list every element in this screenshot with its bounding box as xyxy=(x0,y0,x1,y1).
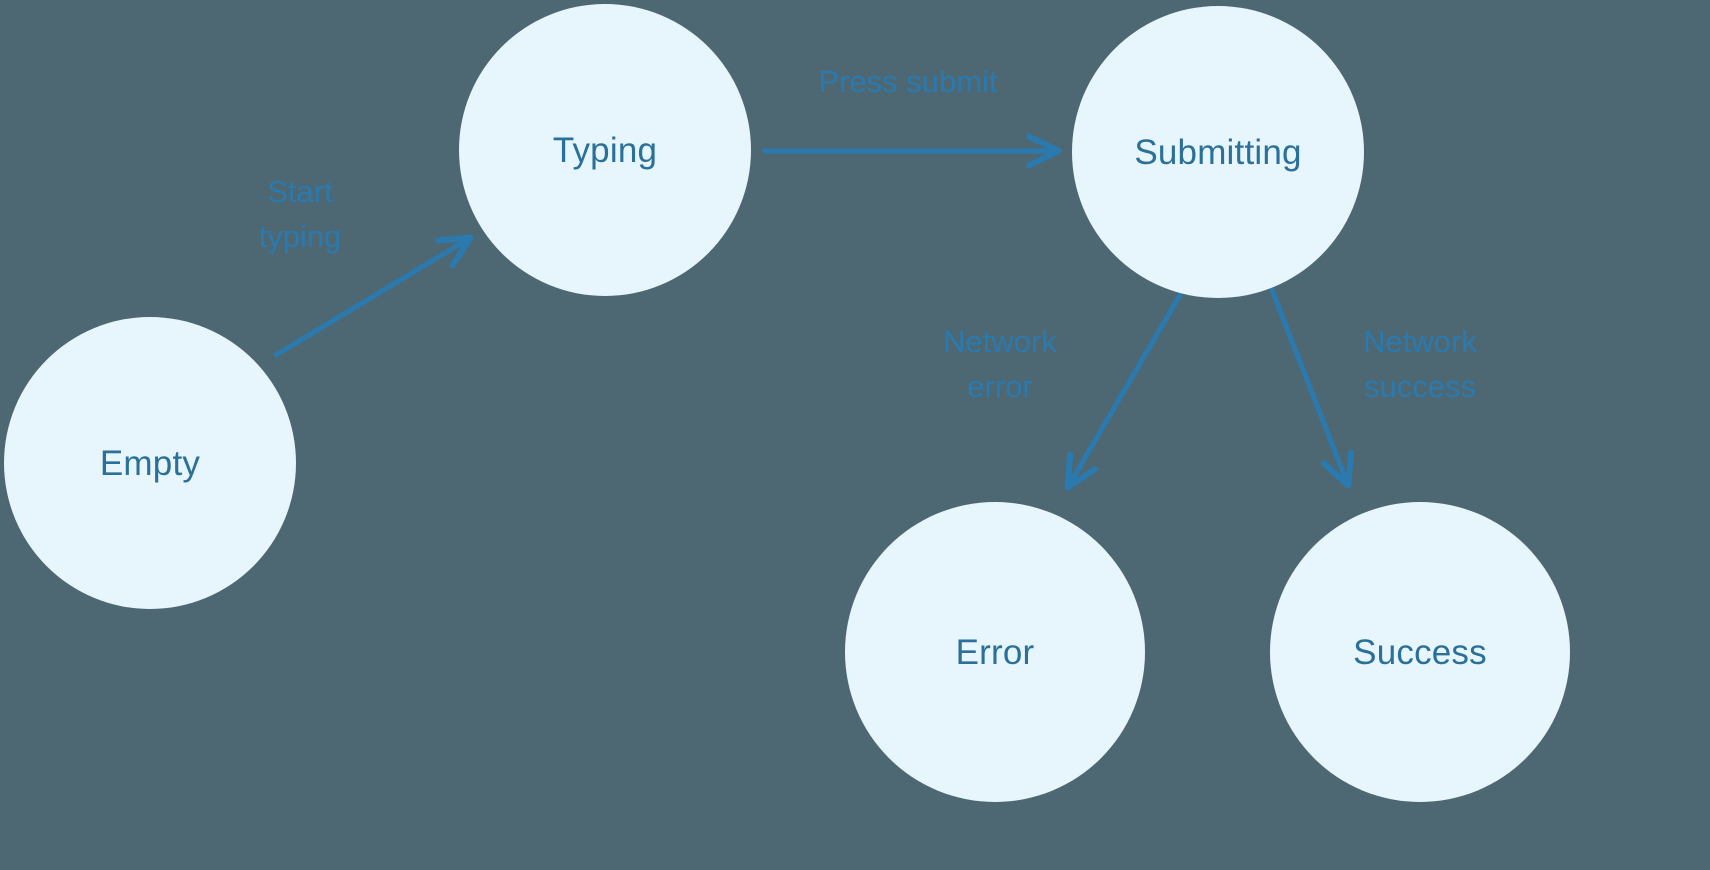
state-node-submitting[interactable]: Submitting xyxy=(1072,6,1364,298)
state-node-empty[interactable]: Empty xyxy=(4,317,296,609)
state-node-label: Error xyxy=(955,632,1035,672)
state-node-error[interactable]: Error xyxy=(845,502,1145,802)
edge-submitting-to-error xyxy=(1068,292,1183,487)
state-node-label: Success xyxy=(1353,632,1487,672)
state-node-label: Empty xyxy=(99,443,201,483)
edge-submitting-to-success xyxy=(1269,287,1348,485)
state-node-success[interactable]: Success xyxy=(1270,502,1570,802)
state-node-typing[interactable]: Typing xyxy=(459,4,751,296)
state-node-label: Typing xyxy=(552,130,658,170)
edge-empty-to-typing xyxy=(273,238,470,358)
state-node-label: Submitting xyxy=(1134,132,1302,172)
